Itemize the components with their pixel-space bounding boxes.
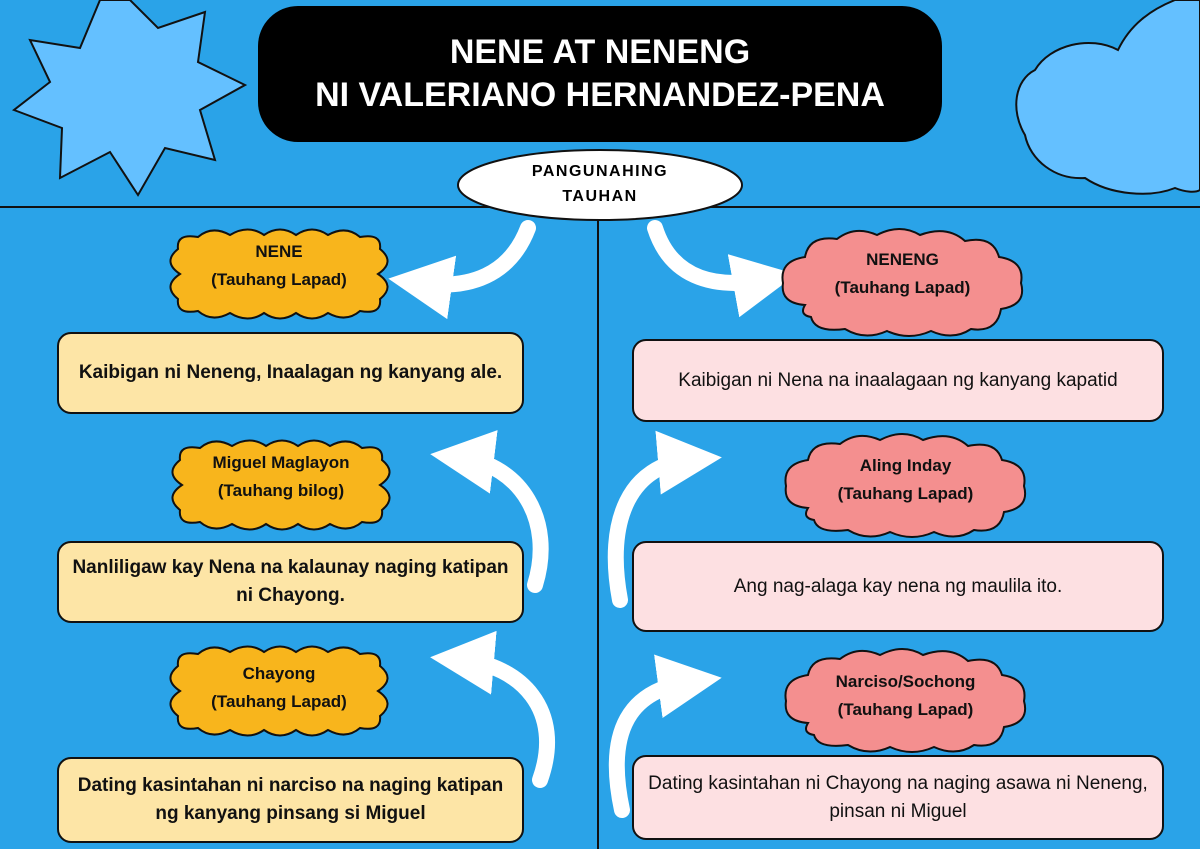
character-name: Miguel Maglayon xyxy=(212,453,350,472)
cloud-badge-shape xyxy=(784,433,1026,538)
description-box-chayong: Dating kasintahan ni narciso na naging k… xyxy=(57,757,524,843)
description-text: Kaibigan ni Neneng, Inaalagan ng kanyang… xyxy=(78,362,503,383)
badge-shape xyxy=(171,439,391,531)
cloud-badge-shape xyxy=(784,648,1026,753)
character-type: (Tauhang Lapad) xyxy=(837,484,974,503)
cloud-icon xyxy=(1015,0,1200,195)
character-type: (Tauhang Lapad) xyxy=(211,270,347,289)
character-name: Chayong xyxy=(242,664,316,683)
arrow-icon xyxy=(388,220,536,320)
arrow-icon xyxy=(608,654,722,818)
character-badge-narciso: Narciso/Sochong (Tauhang Lapad) xyxy=(778,668,1033,724)
title-banner: NENE AT NENENG NI VALERIANO HERNANDEZ-PE… xyxy=(258,6,942,142)
character-badge-neneng: NENENG (Tauhang Lapad) xyxy=(775,246,1030,302)
description-box-neneng: Kaibigan ni Nena na inaalagaan ng kanyan… xyxy=(632,339,1164,422)
character-name: Aling Inday xyxy=(859,456,952,475)
sun-star-icon xyxy=(11,0,248,197)
cloud-badge-shape xyxy=(781,228,1023,337)
arrow-icon xyxy=(647,220,797,318)
badge-shape xyxy=(169,645,389,737)
center-oval-line-2: TAUHAN xyxy=(562,188,638,205)
character-badge-nene: NENE (Tauhang Lapad) xyxy=(160,238,398,294)
description-text: Kaibigan ni Nena na inaalagaan ng kanyan… xyxy=(678,369,1118,391)
character-type: (Tauhang Lapad) xyxy=(211,692,347,711)
character-name: NENENG xyxy=(866,250,939,269)
description-box-narciso: Dating kasintahan ni Chayong na naging a… xyxy=(632,755,1164,840)
description-box-miguel: Nanliligaw kay Nena na kalaunay naging k… xyxy=(57,541,524,623)
character-name: NENE xyxy=(255,242,303,261)
title-line-2: NI VALERIANO HERNANDEZ-PENA xyxy=(315,76,885,114)
description-text: Nanliligaw kay Nena na kalaunay naging k… xyxy=(72,557,509,606)
badge-shape xyxy=(169,228,389,320)
arrow-icon xyxy=(430,430,549,593)
description-text: Dating kasintahan ni Chayong na naging a… xyxy=(648,772,1148,822)
character-badge-aling-inday: Aling Inday (Tauhang Lapad) xyxy=(778,452,1033,508)
description-text: Dating kasintahan ni narciso na naging k… xyxy=(77,775,504,824)
character-badge-miguel: Miguel Maglayon (Tauhang bilog) xyxy=(162,449,400,505)
arrow-icon xyxy=(430,630,556,788)
character-type: (Tauhang Lapad) xyxy=(834,278,971,297)
character-type: (Tauhang bilog) xyxy=(217,481,345,500)
character-type: (Tauhang Lapad) xyxy=(837,700,974,719)
arrow-icon xyxy=(607,430,722,608)
character-badge-chayong: Chayong (Tauhang Lapad) xyxy=(160,660,398,716)
character-name: Narciso/Sochong xyxy=(835,672,976,691)
title-line-1: NENE AT NENENG xyxy=(449,33,751,71)
center-oval-label: PANGUNAHING TAUHAN xyxy=(456,148,744,222)
center-oval-line-1: PANGUNAHING xyxy=(531,163,669,180)
description-box-nene: Kaibigan ni Neneng, Inaalagan ng kanyang… xyxy=(57,332,524,414)
center-oval-shape xyxy=(457,149,743,221)
description-box-aling-inday: Ang nag-alaga kay nena ng maulila ito. xyxy=(632,541,1164,632)
description-text: Ang nag-alaga kay nena ng maulila ito. xyxy=(733,575,1063,597)
